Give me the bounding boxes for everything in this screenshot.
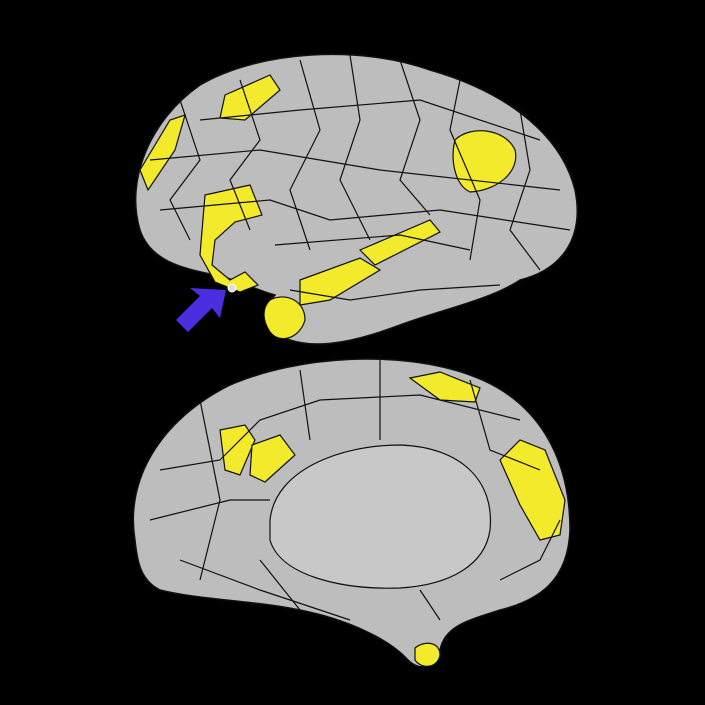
parcel-border	[449, 79, 481, 261]
highlight-region	[219, 74, 281, 121]
parcel-border	[159, 199, 571, 231]
corpus-callosum-region	[269, 444, 492, 589]
parcel-border	[289, 59, 321, 251]
parcel-border	[289, 284, 501, 301]
parcel-border	[149, 149, 561, 191]
parcel-borders	[149, 54, 571, 301]
lateral-view	[134, 53, 578, 345]
parcel-border	[229, 79, 261, 231]
lateral-cortex	[134, 53, 578, 345]
highlight-region	[408, 371, 481, 403]
parcel-border	[419, 589, 441, 621]
parcel-border	[179, 559, 351, 621]
highlight-region	[452, 130, 517, 193]
parcel-border	[199, 399, 221, 581]
highlight-region	[414, 642, 441, 667]
lateral-highlight-regions	[139, 74, 517, 340]
parcel-border	[199, 99, 541, 141]
parcel-border	[499, 519, 561, 581]
highlight-region	[263, 296, 306, 340]
highlight-region	[249, 434, 296, 483]
medial-highlight-regions	[219, 371, 566, 667]
highlight-region	[219, 424, 256, 476]
highlight-region	[139, 114, 186, 192]
highlight-region	[299, 257, 382, 306]
medial-view	[132, 355, 571, 668]
parcel-border	[509, 109, 541, 271]
highlight-region	[199, 184, 263, 293]
arrow-icon	[176, 288, 226, 332]
selected-point	[227, 283, 237, 293]
parcel-border	[169, 99, 201, 241]
parcel-border	[339, 54, 371, 241]
parcel-border	[274, 234, 471, 251]
parcel-border	[299, 369, 311, 441]
parcel-border	[159, 394, 521, 471]
parcel-border	[399, 59, 431, 216]
parcel-borders	[149, 355, 561, 621]
parcel-border	[149, 499, 270, 521]
highlight-region	[358, 219, 441, 266]
highlight-region	[499, 439, 566, 541]
parcel-border	[469, 379, 541, 471]
